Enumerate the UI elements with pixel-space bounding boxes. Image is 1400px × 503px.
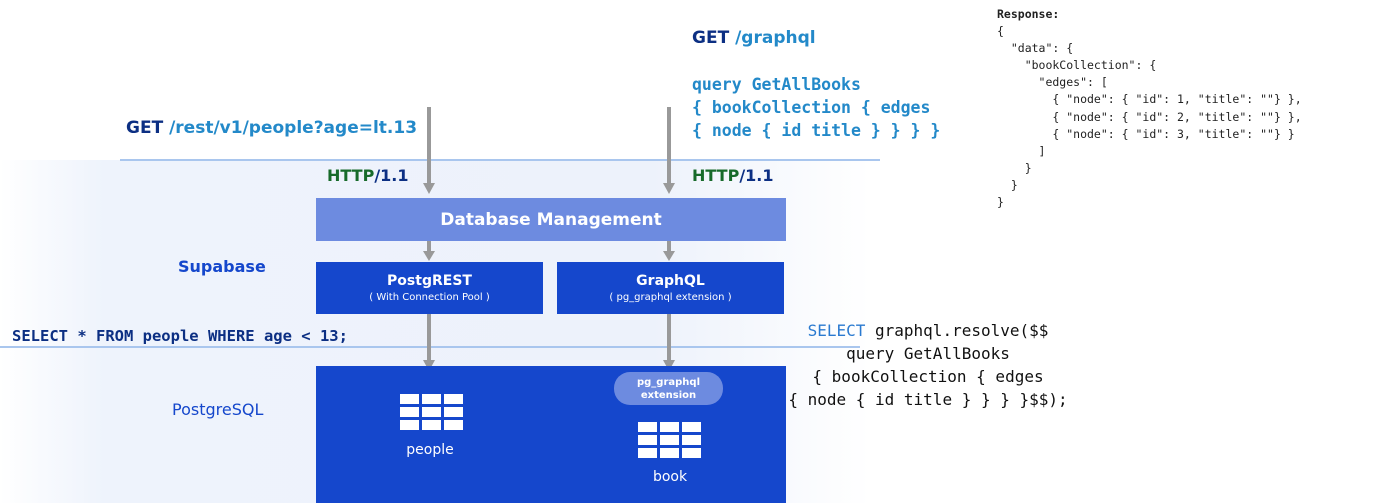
people-table-label: people — [406, 442, 454, 458]
book-table-label: book — [652, 469, 688, 485]
graphql-path: /graphql — [735, 28, 816, 48]
rest-request-arrow-head — [423, 183, 435, 194]
graphql-query-line: { bookCollection { edges — [692, 98, 931, 117]
database-management-box: Database Management — [316, 198, 786, 241]
graphql-request-label: GET /graphql — [692, 28, 816, 48]
sql-resolve-line: SELECT graphql.resolve($$ — [758, 319, 1098, 342]
response-line: "edges": [ — [997, 75, 1108, 90]
graphql-box: GraphQL ( pg_graphql extension ) — [557, 262, 784, 314]
response-line: { — [997, 24, 1004, 39]
graphql-query-line: { node { id title } } } } — [692, 121, 941, 140]
response-heading: Response: — [997, 7, 1060, 21]
extension-badge-line: extension — [640, 389, 697, 401]
sql-resolve-call: graphql.resolve($$ — [865, 321, 1049, 340]
rest-request-label: GET /rest/v1/people?age=lt.13 — [126, 118, 417, 138]
postgrest-title: PostgREST — [387, 273, 472, 289]
postgresql-label: PostgreSQL — [172, 400, 264, 419]
http-proto-right: HTTP — [692, 166, 740, 185]
http-proto-left: HTTP — [327, 166, 375, 185]
graphql-subtitle: ( pg_graphql extension ) — [609, 292, 732, 303]
response-line: ] — [997, 143, 1046, 158]
database-management-label: Database Management — [440, 209, 662, 230]
postgrest-subtitle: ( With Connection Pool ) — [369, 292, 490, 303]
response-line: { "node": { "id": 2, "title": ""} }, — [997, 109, 1302, 124]
response-line: } — [997, 195, 1004, 210]
book-table-icon — [638, 422, 701, 458]
graphql-db-arrow-head — [663, 360, 675, 371]
graphql-title: GraphQL — [636, 273, 705, 289]
pg-graphql-extension-badge: pg_graphql extension — [614, 372, 723, 405]
graphql-request-arrow-head — [663, 183, 675, 194]
postgrest-db-arrow-head — [423, 360, 435, 371]
response-line: "bookCollection": { — [997, 58, 1157, 73]
supabase-label: Supabase — [178, 257, 266, 276]
http-version-right: HTTP/1.1 — [692, 166, 774, 185]
http-divider-line — [120, 159, 880, 161]
sql-resolve-line: { node { id title } } } }$$); — [788, 390, 1068, 409]
graphql-query-line: query GetAllBooks — [692, 75, 861, 94]
http-ver-right: /1.1 — [739, 166, 774, 185]
response-line: } — [997, 177, 1018, 192]
response-line: { "node": { "id": 3, "title": ""} } — [997, 126, 1295, 141]
response-block: Response: { "data": { "bookCollection": {… — [997, 6, 1302, 211]
sql-graphql-resolve: SELECT graphql.resolve($$ query GetAllBo… — [758, 319, 1098, 411]
rest-method: GET — [126, 118, 164, 138]
sql-select-keyword: SELECT — [807, 321, 866, 340]
response-line: "data": { — [997, 41, 1074, 56]
response-line: { "node": { "id": 1, "title": ""} }, — [997, 92, 1302, 107]
http-version-left: HTTP/1.1 — [327, 166, 409, 185]
response-line: } — [997, 160, 1032, 175]
postgrest-box: PostgREST ( With Connection Pool ) — [316, 262, 543, 314]
graphql-query: query GetAllBooks { bookCollection { edge… — [692, 73, 940, 142]
dbm-postgrest-arrow-head — [423, 251, 435, 261]
rest-path: /rest/v1/people?age=lt.13 — [169, 118, 418, 138]
sql-resolve-line: query GetAllBooks — [846, 344, 1010, 363]
graphql-method: GET — [692, 28, 730, 48]
extension-badge-line: pg_graphql — [636, 376, 701, 388]
people-table-icon — [400, 394, 463, 430]
dbm-graphql-arrow-head — [663, 251, 675, 261]
sql-resolve-line: { bookCollection { edges — [812, 367, 1044, 386]
http-ver-left: /1.1 — [374, 166, 409, 185]
sql-people-query: SELECT * FROM people WHERE age < 13; — [12, 327, 348, 345]
